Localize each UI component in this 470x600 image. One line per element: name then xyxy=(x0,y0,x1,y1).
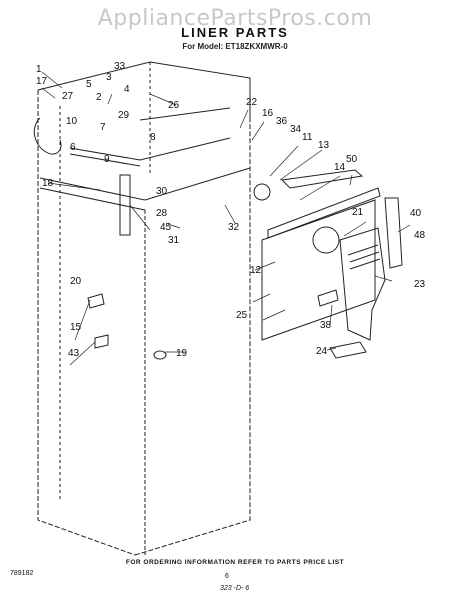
callout-30: 30 xyxy=(156,186,168,197)
fan-motor xyxy=(253,183,271,201)
callout-31: 31 xyxy=(168,235,180,246)
callout-24: 24 xyxy=(316,346,328,357)
callout-1: 1 xyxy=(36,64,42,75)
callout-32: 32 xyxy=(228,222,240,233)
callout-40: 40 xyxy=(410,208,422,219)
callout-4: 4 xyxy=(124,84,130,95)
duct-bottom xyxy=(329,341,367,359)
callout-10: 10 xyxy=(66,116,78,127)
callout-3: 3 xyxy=(106,72,112,83)
callout-20: 20 xyxy=(70,276,82,287)
callout-48: 48 xyxy=(414,230,426,241)
callout-25: 25 xyxy=(236,310,248,321)
page-number: 6 xyxy=(225,573,229,580)
callout-17: 17 xyxy=(36,76,48,87)
bracket xyxy=(317,289,339,307)
callout-29: 29 xyxy=(118,110,130,121)
callout-26: 26 xyxy=(168,100,180,111)
drain-part xyxy=(153,350,167,360)
wire-harness xyxy=(33,117,62,155)
callout-34: 34 xyxy=(290,124,302,135)
callout-28: 28 xyxy=(156,208,168,219)
ordering-note: FOR ORDERING INFORMATION REFER TO PARTS … xyxy=(125,559,345,566)
evaporator-cover xyxy=(261,187,381,341)
callout-5: 5 xyxy=(86,79,92,90)
callout-45: 45 xyxy=(160,222,172,233)
diagram-title: LINER PARTS xyxy=(181,25,289,40)
shelf-rails xyxy=(69,107,231,167)
callout-22: 22 xyxy=(246,97,258,108)
callout-50: 50 xyxy=(346,154,358,165)
model-line: For Model: ET18ZKXMWR-0 xyxy=(182,42,288,51)
callout-23: 23 xyxy=(414,279,426,290)
callout-11: 11 xyxy=(302,132,313,143)
callout-2: 2 xyxy=(96,92,102,103)
lower-clip xyxy=(87,293,105,309)
callout-8: 8 xyxy=(150,132,156,143)
callout-12: 12 xyxy=(250,265,262,276)
callout-21: 21 xyxy=(352,207,364,218)
callout-14: 14 xyxy=(334,162,346,173)
side-panel xyxy=(384,197,403,269)
air-duct xyxy=(339,227,386,341)
reference-number: 323 -D- 6 xyxy=(220,585,250,592)
callout-9: 9 xyxy=(104,154,110,165)
lower-hinge xyxy=(94,334,109,349)
callout-19: 19 xyxy=(176,348,188,359)
leader-lines xyxy=(41,71,411,366)
callout-18: 18 xyxy=(42,178,54,189)
callout-16: 16 xyxy=(262,108,274,119)
callout-27: 27 xyxy=(62,91,74,102)
foam-strip xyxy=(280,169,364,189)
diagram-code: 789182 xyxy=(10,570,34,577)
callout-7: 7 xyxy=(100,122,106,133)
callout-6: 6 xyxy=(70,142,76,153)
callout-43: 43 xyxy=(68,348,80,359)
callout-38: 38 xyxy=(320,320,332,331)
callout-33: 33 xyxy=(114,61,126,72)
callout-13: 13 xyxy=(318,140,330,151)
callout-15: 15 xyxy=(70,322,82,333)
callout-36: 36 xyxy=(276,116,288,127)
watermark: AppliancePartsPros.com xyxy=(97,6,373,31)
liner-outline xyxy=(37,61,251,556)
